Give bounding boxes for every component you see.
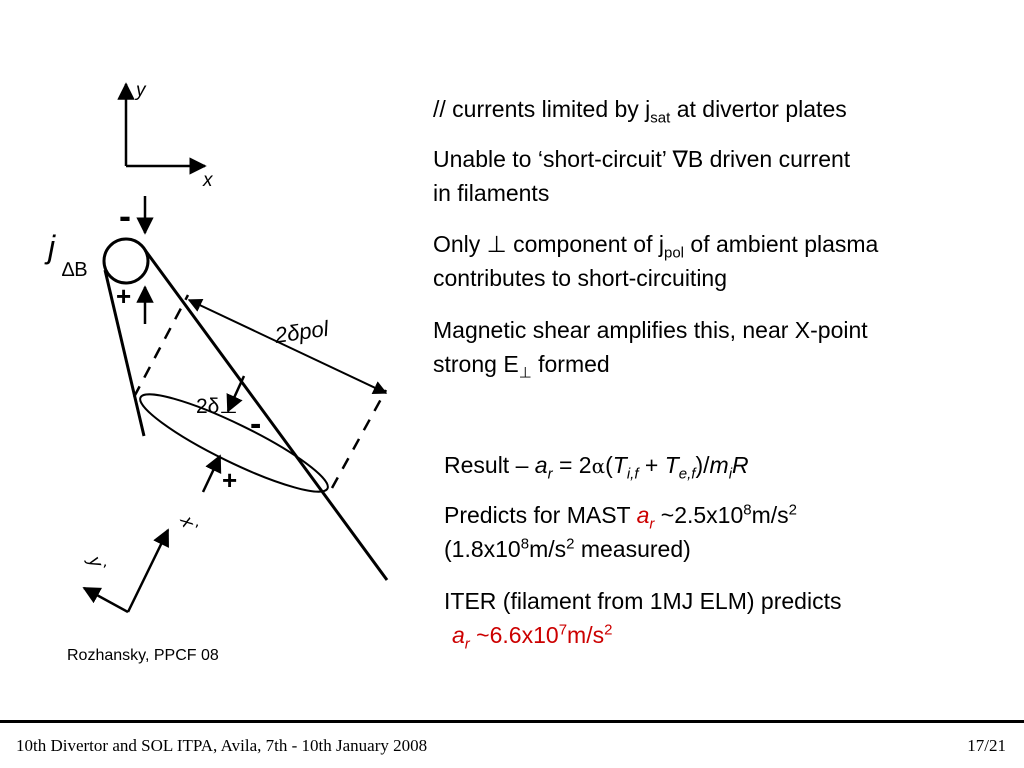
filament-cross-section: [102, 237, 150, 285]
plus-sign-ellipse: +: [222, 465, 237, 495]
iter-unit: m/s: [567, 622, 605, 648]
arrow-ellipse-top: [226, 375, 246, 413]
iter-exp: 7: [558, 621, 568, 639]
result-T2: T: [664, 452, 679, 478]
filament-diagram: y x j ∆B - + 2δpol 2δ⊥ - + x` y`: [44, 80, 389, 614]
mast-measured-unit: m/s: [529, 536, 567, 562]
dashed-guides: [132, 294, 388, 489]
mast-val: ~2.5x10: [654, 502, 744, 528]
result-eq: = 2: [552, 452, 592, 478]
result-a: a: [534, 452, 548, 478]
flux-tube-outline: [103, 249, 389, 581]
mast-exp: 8: [743, 501, 752, 519]
result-R: R: [732, 452, 749, 478]
result-formula: Result – ar = 2α(Ti,f + Te,f)/miR: [444, 448, 749, 483]
mast-measured-exp: 8: [520, 535, 530, 553]
axis-x-prime-label: x`: [175, 512, 201, 536]
arrow-ellipse-bottom: [201, 454, 222, 493]
result-plus: +: [638, 452, 665, 478]
bullet-short-circuit-line1: Unable to ‘short-circuit’ ∇B driven curr…: [433, 146, 851, 172]
bullet-jsat-post: at divertor plates: [670, 96, 847, 122]
mast-pre: Predicts for MAST: [444, 502, 637, 528]
result-close: )/: [695, 452, 710, 478]
mast-unit: m/s: [751, 502, 789, 528]
result-alpha: α: [591, 454, 606, 478]
bullet-jpol-line2: contributes to short-circuiting: [433, 265, 728, 291]
footer-divider: [0, 720, 1024, 723]
mast-r: r: [649, 515, 655, 533]
iter-unit-exp: 2: [604, 621, 613, 639]
xy-axes: [117, 82, 207, 175]
bullet-shear-sub: ⊥: [518, 364, 532, 382]
axis-x-label: x: [202, 170, 214, 191]
bullet-short-circuit: Unable to ‘short-circuit’ ∇B driven curr…: [433, 142, 850, 210]
bullet-short-circuit-line2: in filaments: [433, 180, 550, 206]
result-T1: T: [612, 452, 627, 478]
minus-sign-ellipse: -: [250, 405, 261, 443]
iter-prediction: ITER (filament from 1MJ ELM) predicts ar…: [444, 584, 841, 652]
mast-unit-exp: 2: [788, 501, 798, 519]
delta-pol-label: 2δpol: [272, 316, 331, 349]
bullet-jsat-sub: sat: [650, 109, 671, 127]
j-label: j: [44, 229, 56, 265]
rotated-axes: [82, 528, 170, 614]
bullet-shear-line1: Magnetic shear amplifies this, near X-po…: [433, 317, 868, 343]
slide-number: 17/21: [967, 736, 1006, 755]
footer-conference: 10th Divertor and SOL ITPA, Avila, 7th -…: [16, 736, 428, 755]
bullet-jpol: Only ⊥ component of jpol of ambient plas…: [433, 227, 878, 295]
mast-measured-unit-exp: 2: [566, 535, 575, 553]
bullet-jpol-text: Only ⊥ component of j: [433, 231, 664, 257]
result-r: r: [547, 465, 553, 483]
iter-a: a: [452, 622, 465, 648]
delta-pol-arrow: [187, 299, 388, 394]
result-ef: e,f: [678, 465, 696, 483]
bullet-shear-pre: strong E: [433, 351, 519, 377]
bullet-jpol-sub: pol: [663, 244, 685, 262]
bullet-jpol-post: of ambient plasma: [684, 231, 879, 257]
result-open: (: [605, 452, 613, 478]
mast-measured-pre: (1.8x10: [444, 536, 521, 562]
mast-prediction: Predicts for MAST ar ~2.5x108m/s2 (1.8x1…: [444, 498, 797, 566]
iter-line1: ITER (filament from 1MJ ELM) predicts: [444, 588, 842, 614]
bullet-jsat: // currents limited by jsat at divertor …: [433, 92, 847, 126]
mast-measured-post: measured): [574, 536, 691, 562]
filament-ellipse: [139, 393, 329, 493]
result-if: i,f: [626, 465, 639, 483]
axis-y-label: y: [134, 80, 147, 101]
citation: Rozhansky, PPCF 08: [67, 647, 219, 664]
plus-sign-top: +: [116, 281, 131, 311]
result-i: i: [728, 465, 733, 483]
bullet-shear: Magnetic shear amplifies this, near X-po…: [433, 313, 868, 381]
bullet-jsat-text: // currents limited by j: [433, 96, 651, 122]
result-prefix: Result –: [444, 452, 535, 478]
axis-y-prime-label: y`: [83, 551, 110, 576]
result-m: m: [709, 452, 729, 478]
mast-a: a: [636, 502, 650, 528]
bullet-shear-post: formed: [531, 351, 610, 377]
iter-val: ~6.6x10: [469, 622, 559, 648]
j-subscript: ∆B: [62, 259, 88, 281]
iter-r: r: [464, 635, 470, 653]
minus-sign-top: -: [119, 195, 131, 236]
